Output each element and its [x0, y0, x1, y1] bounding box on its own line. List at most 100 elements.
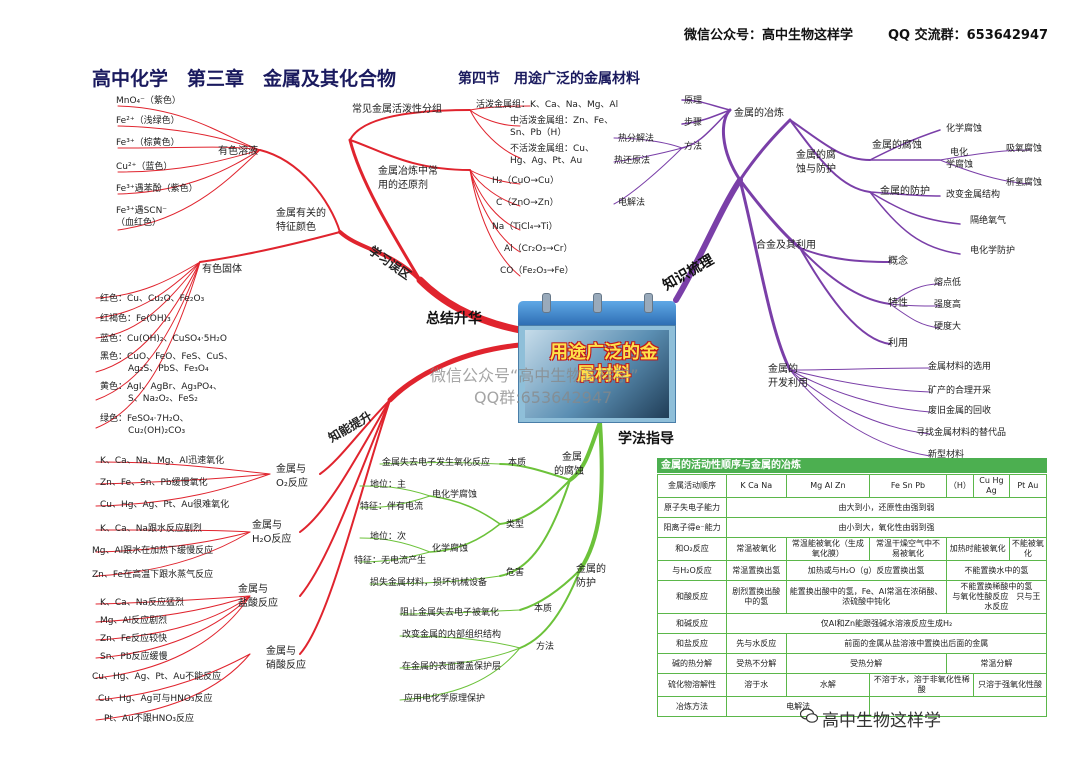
o2-reaction-item: K、Ca、Na、Mg、Al迅速氧化 — [100, 456, 225, 466]
table-title: 金属的活动性顺序与金属的冶炼 — [657, 458, 1047, 473]
table-cell: Mg Al Zn — [785, 474, 871, 498]
solution-item: Cu²⁺（蓝色） — [116, 162, 173, 172]
solid-item: 红色：Cu、Cu₂O、Fe₂O₃ — [100, 294, 205, 304]
page-title: 高中化学 第三章 金属及其化合物 — [92, 68, 397, 90]
table-row: 与H₂O反应 常温置换出氢 加热或与H₂O（g）反应置换出氢 不能置换水中的氢 — [657, 560, 1048, 581]
electro-feature: 特征：伴有电流 — [360, 502, 424, 512]
table-cell: 常温能被氧化（生成氧化膜） — [785, 537, 871, 561]
table-cell: K Ca Na — [726, 474, 787, 498]
oxygen-corrosion: 吸氧腐蚀 — [1006, 144, 1043, 154]
table-cell — [869, 696, 1047, 717]
solid-item: S、Na₂O₂、FeS₂ — [128, 394, 198, 404]
activity-group: 活泼金属组：K、Ca、Na、Mg、Al — [476, 100, 619, 110]
alloy-use: 利用 — [888, 338, 908, 349]
table-cell: （H） — [945, 474, 975, 498]
hcl-reaction-label: 盐酸反应 — [238, 598, 278, 609]
center-calendar-image: 用途广泛的金属材料 — [518, 293, 676, 423]
reducers-label: 金属冶炼中常 — [378, 166, 438, 177]
wechat-account: 微信公众号：高中生物这样学 — [684, 28, 854, 43]
activity-groups-label: 常见金属活泼性分组 — [352, 104, 442, 115]
table-cell: 不能置换稀酸中的氢与氧化性酸反应 只与王水反应 — [945, 580, 1048, 614]
hno3-reaction-item: Cu、Hg、Ag可与HNO₃反应 — [98, 694, 213, 704]
electro-corrosion: 学腐蚀 — [946, 160, 974, 170]
protection-essence-text: 阻止金属失去电子被氧化 — [400, 608, 500, 618]
table-cell: 能置换出酸中的氢，Fe、Al常温在浓硝酸、浓硫酸中钝化 — [785, 580, 947, 614]
table-cell: 前面的金属从盐溶液中置换出后面的金属 — [785, 633, 1047, 654]
h2o-reaction-item: K、Ca、Na跟水反应剧烈 — [100, 524, 202, 534]
center-caption: 用途广泛的金属材料 — [550, 342, 658, 385]
solution-item: Fe³⁺（棕黄色） — [116, 138, 180, 148]
alloy-concept: 概念 — [888, 256, 908, 267]
protection-method-item: 改变金属的内部组织结构 — [402, 630, 502, 640]
colored-solids-label: 有色固体 — [202, 264, 242, 275]
table-cell: 电解法 — [725, 696, 871, 717]
table-cell: Cu Hg Ag — [973, 474, 1010, 498]
hno3-reaction-item: Pt、Au不跟HNO₃反应 — [104, 714, 195, 724]
o2-reaction-item: Zn、Fe、Sn、Pb缓慢氧化 — [100, 478, 208, 488]
o2-reaction-item: Cu、Hg、Ag、Pt、Au很难氧化 — [100, 500, 230, 510]
watermark-wechat: 微信公众号“高中生物这样学” — [430, 366, 639, 385]
electro-corrosion: 电化 — [950, 148, 969, 158]
table-cell: 水解 — [785, 673, 871, 697]
reducer-item: CO（Fe₂O₃→Fe） — [500, 266, 574, 276]
reducer-item: H₂（CuO→Cu） — [492, 176, 559, 186]
protection-method: 方法 — [536, 642, 555, 652]
protection-item: 隔绝氧气 — [970, 216, 1007, 226]
calendar-ring — [542, 293, 551, 313]
solid-item: Cu₂(OH)₂CO₃ — [128, 426, 186, 436]
table-cell: Fe Sn Pb — [869, 474, 947, 498]
corrosion-protection-label: 蚀与防护 — [796, 164, 836, 175]
development-item: 寻找金属材料的替代品 — [916, 428, 1007, 438]
table-cell: 加热时能被氧化 — [945, 537, 1010, 561]
activity-group: 不活泼金属组：Cu、 — [510, 144, 594, 154]
table-row: 和O₂反应 常温被氧化 常温能被氧化（生成氧化膜） 常温干燥空气中不易被氧化 加… — [657, 537, 1048, 561]
solid-item: Ag₂S、PbS、Fe₃O₄ — [128, 364, 209, 374]
hcl-reaction-item: K、Ca、Na反应猛烈 — [100, 598, 184, 608]
development-item: 废旧金属的回收 — [928, 406, 992, 416]
table-cell: 先与水反应 — [726, 633, 787, 654]
table-cell: 与H₂O反应 — [657, 560, 727, 581]
smelting-label: 金属的冶炼 — [734, 108, 784, 119]
smelting-method-item: 电解法 — [618, 198, 646, 208]
method-corrosion-label: 的腐蚀 — [554, 466, 584, 477]
table-cell: 常温干燥空气中不易被氧化 — [869, 537, 947, 561]
activity-group: 中活泼金属组：Zn、Fe、 — [510, 116, 614, 126]
reducer-item: Na（TiCl₄→Ti） — [492, 222, 558, 232]
solution-item: Fe³⁺遇SCN⁻ — [116, 206, 168, 216]
hcl-reaction-item: Mg、Al反应剧烈 — [100, 616, 168, 626]
development-label: 开发利用 — [768, 378, 808, 389]
protection-item: 电化学防护 — [970, 246, 1016, 256]
table-cell: 仅Al和Zn能跟强碱水溶液反应生成H₂ — [726, 613, 1047, 634]
qq-group: QQ 交流群：653642947 — [888, 28, 1049, 43]
smelting-method: 方法 — [684, 142, 703, 152]
table-cell: 常温被氧化 — [726, 537, 787, 561]
solid-item: 黑色：CuO、FeO、FeS、CuS、 — [100, 352, 234, 362]
development-item: 金属材料的选用 — [928, 362, 992, 372]
protection-method-item: 应用电化学原理保护 — [404, 694, 486, 704]
electro-corrosion-type: 电化学腐蚀 — [432, 490, 478, 500]
corrosion-harm-text: 损失金属材料，损坏机械设备 — [370, 578, 488, 588]
calendar-body: 用途广泛的金属材料 — [518, 325, 676, 423]
chemical-corrosion-type: 化学腐蚀 — [432, 544, 469, 554]
table-row: 阳离子得e⁻能力 由小到大，氧化性由弱到强 — [657, 517, 1047, 538]
calendar-ring — [593, 293, 602, 313]
table-cell-text: 不能置换稀酸中的氢 — [960, 582, 1033, 591]
reducer-item: C（ZnO→Zn） — [496, 198, 559, 208]
protection-label: 金属的防护 — [880, 186, 930, 197]
wechat-icon — [800, 708, 818, 723]
table-cell: 不能置换水中的氢 — [945, 560, 1048, 581]
method-protection-label: 防护 — [576, 578, 596, 589]
hcl-reaction-item: Sn、Pb反应缓慢 — [100, 652, 168, 662]
reducer-item: Al（Cr₂O₃→Cr） — [504, 244, 573, 254]
table-row: 和盐反应 先与水反应 前面的金属从盐溶液中置换出后面的金属 — [657, 633, 1047, 654]
table-row: 硫化物溶解性 溶于水 水解 不溶于水，溶于非氧化性稀酸 只溶于强氧化性酸 — [657, 673, 1047, 697]
metal-colors-label: 特征颜色 — [276, 222, 316, 233]
o2-reaction-label: O₂反应 — [276, 478, 308, 489]
table-cell: 受热分解 — [785, 653, 947, 674]
table-cell: 和盐反应 — [657, 633, 727, 654]
corrosion-essence-text: 金属失去电子发生氧化反应 — [382, 458, 491, 468]
development-item: 矿产的合理开采 — [928, 386, 992, 396]
footer-wechat-tag: 高中生物这样学 — [822, 711, 941, 731]
o2-reaction-label: 金属与 — [276, 464, 306, 475]
